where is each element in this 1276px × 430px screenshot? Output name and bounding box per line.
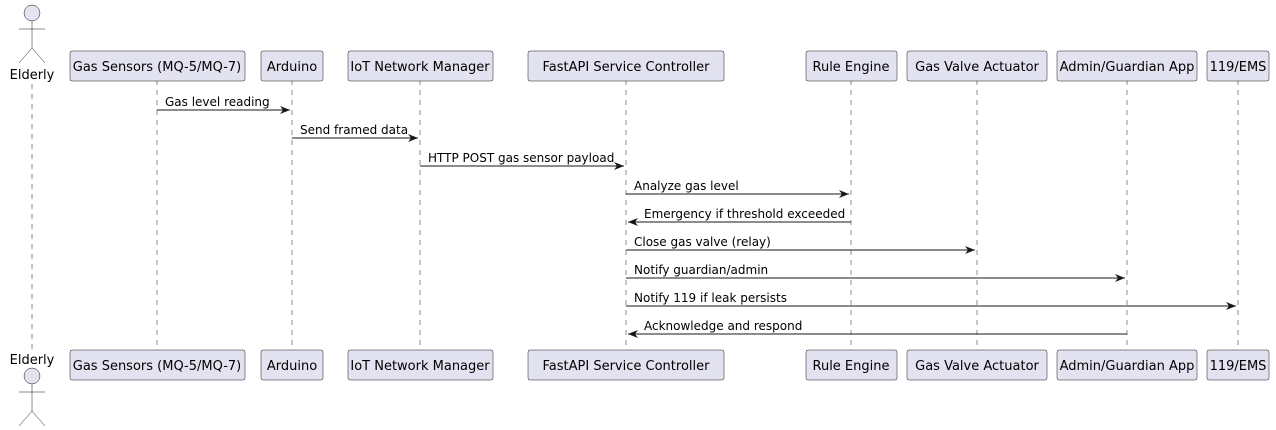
participant-box-admin-guardian-app [1056, 349, 1198, 381]
message-label: Acknowledge and respond [644, 319, 802, 333]
participant-label: Rule Engine [813, 60, 890, 75]
arrowhead-icon [628, 330, 638, 338]
message-notify-guardian-admin: Notify guardian/admin [626, 263, 1125, 282]
message-notify-119: Notify 119 if leak persists [626, 291, 1236, 310]
message-label: Emergency if threshold exceeded [644, 207, 845, 221]
actor-elderly-bottom: Elderly [10, 353, 55, 427]
message-send-framed-data: Send framed data [292, 123, 418, 142]
message-close-gas-valve: Close gas valve (relay) [626, 235, 975, 254]
participant-box-admin-guardian-app [1056, 50, 1198, 82]
message-gas-level-reading: Gas level reading [157, 95, 290, 114]
participant-box-119-ems [1206, 349, 1270, 381]
participants-top: Gas Sensors (MQ-5/MQ-7) Arduino IoT Netw… [69, 50, 1270, 82]
participant-label: Arduino [267, 60, 317, 75]
participant-box-fastapi-service-controller [527, 50, 725, 82]
participant-label: Gas Sensors (MQ-5/MQ-7) [73, 60, 241, 75]
message-emergency-if-threshold-exceeded: Emergency if threshold exceeded [628, 207, 851, 226]
message-label: Notify 119 if leak persists [634, 291, 787, 305]
arrowhead-icon [965, 246, 975, 254]
message-label: Close gas valve (relay) [634, 235, 771, 249]
participant-label: IoT Network Manager [350, 359, 490, 374]
participant-label: Gas Valve Actuator [915, 60, 1039, 75]
actor-label: Elderly [10, 68, 55, 83]
actor-body-icon [18, 21, 46, 64]
message-label: Notify guardian/admin [634, 263, 768, 277]
lifelines [31, 80, 1239, 350]
arrowhead-icon [614, 162, 624, 170]
arrowhead-icon [1115, 274, 1125, 282]
actor-head-icon [23, 367, 41, 385]
participant-label: Gas Sensors (MQ-5/MQ-7) [73, 359, 241, 374]
participant-box-rule-engine [805, 349, 898, 381]
actor-head-icon [23, 4, 41, 22]
participant-box-arduino [260, 349, 324, 381]
arrowhead-icon [1226, 302, 1236, 310]
participant-box-iot-network-manager [347, 50, 494, 82]
arrowhead-icon [408, 134, 418, 142]
message-http-post-gas-sensor-payload: HTTP POST gas sensor payload [420, 151, 624, 170]
participant-box-gas-sensors [69, 50, 246, 82]
participant-label: Gas Valve Actuator [915, 359, 1039, 374]
actor-label: Elderly [10, 353, 55, 368]
arrowhead-icon [280, 106, 290, 114]
message-label: HTTP POST gas sensor payload [428, 151, 614, 165]
participants-bottom: Gas Sensors (MQ-5/MQ-7) Arduino IoT Netw… [69, 349, 1270, 381]
actor-elderly-top: Elderly [10, 4, 55, 83]
participant-label: 119/EMS [1210, 359, 1267, 374]
participant-label: Admin/Guardian App [1060, 359, 1195, 374]
participant-box-119-ems [1206, 50, 1270, 82]
messages: Gas level reading Send framed data HTTP … [157, 95, 1236, 338]
participant-box-gas-valve-actuator [906, 349, 1048, 381]
participant-box-gas-valve-actuator [906, 50, 1048, 82]
arrowhead-icon [628, 218, 638, 226]
participant-label: Rule Engine [813, 359, 890, 374]
arrowhead-icon [839, 190, 849, 198]
message-label: Send framed data [300, 123, 408, 137]
message-label: Analyze gas level [634, 179, 739, 193]
participant-label: IoT Network Manager [350, 60, 490, 75]
participant-label: Admin/Guardian App [1060, 60, 1195, 75]
participant-label: Arduino [267, 359, 317, 374]
participant-box-rule-engine [805, 50, 898, 82]
message-label: Gas level reading [165, 95, 270, 109]
message-acknowledge-and-respond: Acknowledge and respond [628, 319, 1127, 338]
participant-label: FastAPI Service Controller [543, 60, 711, 75]
participant-box-fastapi-service-controller [527, 349, 725, 381]
actor-body-icon [18, 384, 46, 427]
participant-label: FastAPI Service Controller [543, 359, 711, 374]
participant-box-arduino [260, 50, 324, 82]
participant-box-iot-network-manager [347, 349, 494, 381]
message-analyze-gas-level: Analyze gas level [626, 179, 849, 198]
participant-box-gas-sensors [69, 349, 246, 381]
participant-label: 119/EMS [1210, 60, 1267, 75]
